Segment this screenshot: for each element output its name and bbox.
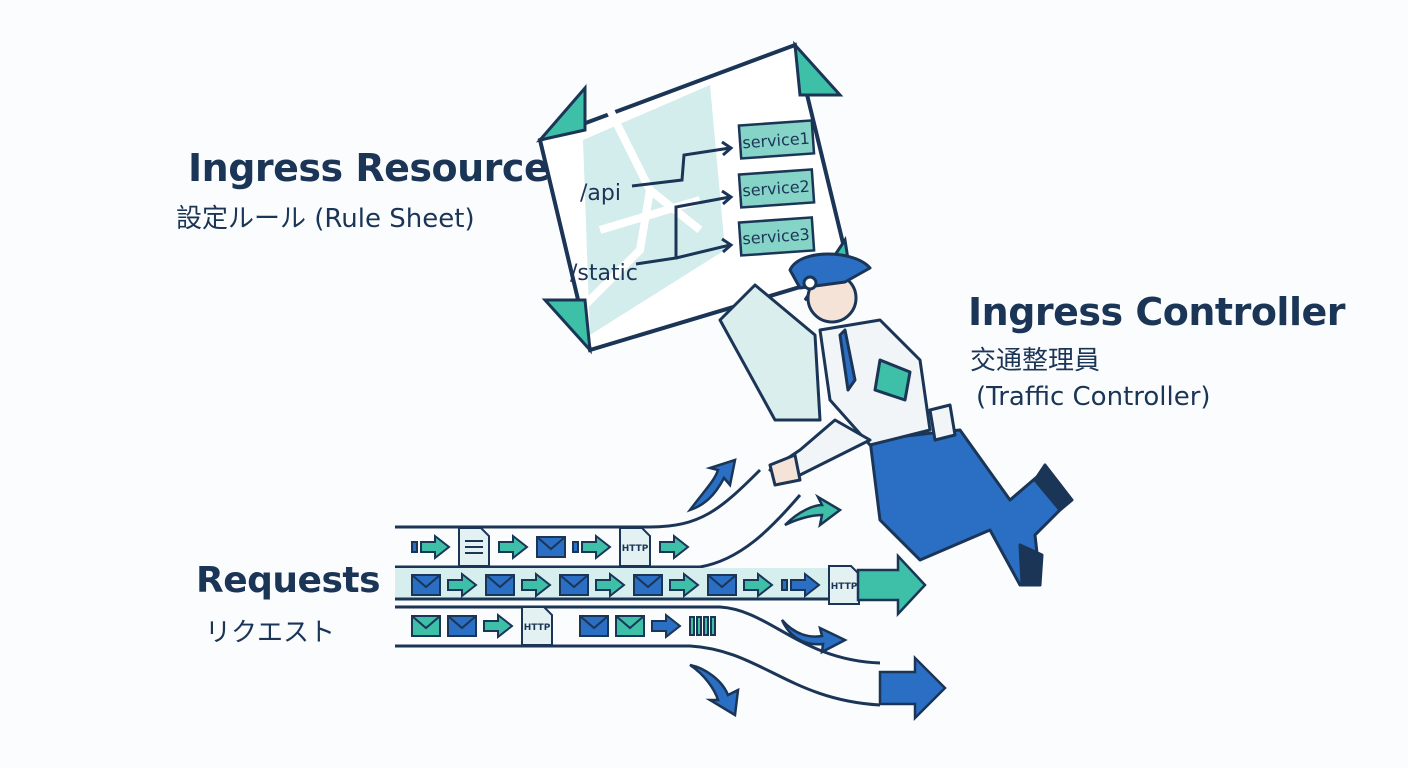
packet-bar-arrow xyxy=(411,533,451,561)
http-label: HTTP xyxy=(831,582,858,592)
ingress-controller-subtitle-en: (Traffic Controller) xyxy=(976,382,1211,412)
http-label: HTTP xyxy=(622,544,649,554)
packet-bar-arrow xyxy=(572,533,612,561)
path-api-label: /api xyxy=(580,181,621,206)
ingress-resource-subtitle: 設定ルール (Rule Sheet) xyxy=(176,204,475,234)
packet-bar-arrow xyxy=(781,571,821,599)
packet-mail xyxy=(536,536,566,558)
rule-sheet: service1 service2 service3 /api /static xyxy=(535,40,853,355)
traffic-controller-figure xyxy=(718,252,1074,587)
ingress-resource-title: Ingress Resource xyxy=(188,146,550,190)
requests-subtitle: リクエスト xyxy=(205,618,336,648)
packet-mail xyxy=(633,574,663,596)
packet-mail xyxy=(411,574,441,596)
packet-doc xyxy=(458,527,490,567)
service2-label: service2 xyxy=(742,177,811,201)
packet-arrow xyxy=(659,533,690,561)
requests-title: Requests xyxy=(196,560,381,601)
packet-mail xyxy=(615,615,645,637)
http-label: HTTP xyxy=(524,623,551,633)
packet-stream: HTTP HTTP HTTP xyxy=(411,527,860,646)
packet-arrow xyxy=(521,571,552,599)
packet-mail xyxy=(579,615,609,637)
packet-mail xyxy=(559,574,589,596)
packet-mail xyxy=(447,615,477,637)
packet-http: HTTP xyxy=(828,565,860,605)
packet-arrow xyxy=(498,533,529,561)
packet-arrow xyxy=(669,571,700,599)
outgoing-arrows xyxy=(686,458,947,722)
service1-label: service1 xyxy=(742,129,811,153)
ingress-controller-subtitle-jp: 交通整理員 xyxy=(970,346,1101,376)
packet-arrow xyxy=(595,571,626,599)
packet-arrow xyxy=(447,571,478,599)
packet-bars xyxy=(689,616,716,636)
packet-arrow xyxy=(651,612,682,640)
path-static-label: /static xyxy=(570,261,638,286)
packet-mail xyxy=(707,574,737,596)
packet-arrow xyxy=(483,612,514,640)
packet-arrow xyxy=(743,571,774,599)
ingress-controller-title: Ingress Controller xyxy=(968,290,1346,334)
packet-mail xyxy=(411,615,441,637)
packet-http: HTTP xyxy=(521,606,553,646)
packet-mail xyxy=(485,574,515,596)
service3-label: service3 xyxy=(742,225,811,249)
packet-http: HTTP xyxy=(619,527,651,567)
